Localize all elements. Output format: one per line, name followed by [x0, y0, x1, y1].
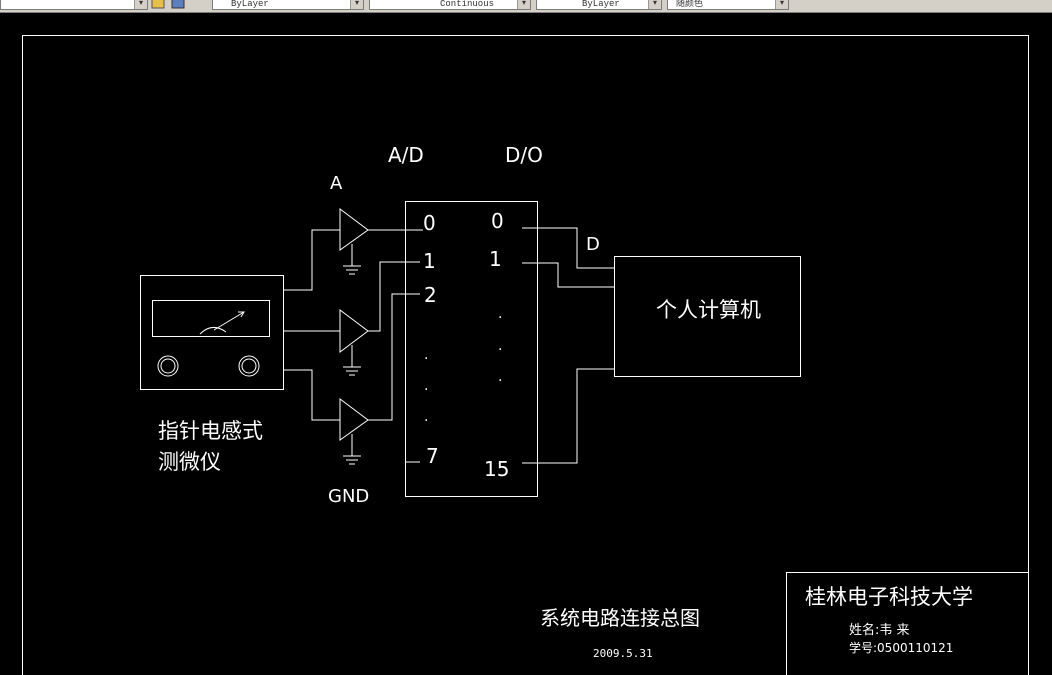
- layer-combo-value: ByLayer: [231, 0, 269, 9]
- meter-knob-right-icon: [238, 355, 260, 377]
- meter-output-wires: [284, 229, 340, 421]
- drawing-canvas[interactable]: A/D D/O A D GND 0 1 2 · · · 7 0 1 · · · …: [0, 12, 1052, 675]
- ad-pin-2: 2: [424, 283, 437, 307]
- computer-box: [614, 256, 801, 377]
- meter-needle-icon: [199, 311, 245, 335]
- digital-output-wires: [522, 227, 614, 464]
- linetype-combo[interactable]: Continuous ▾: [369, 0, 531, 10]
- color-combo-value: 随颜色: [676, 0, 704, 9]
- drawing-frame: [22, 35, 1029, 675]
- lineweight-combo[interactable]: ByLayer ▾: [536, 0, 662, 10]
- ad-label: A/D: [388, 143, 424, 167]
- linetype-combo-value: Continuous: [440, 0, 495, 9]
- do-pin-0: 0: [491, 209, 504, 233]
- ad-pin-dot-3: ·: [424, 413, 428, 429]
- author-name: 姓名:韦 来: [849, 622, 910, 638]
- dropdown-arrow-icon[interactable]: ▾: [648, 0, 661, 9]
- color-combo[interactable]: 随颜色 ▾: [667, 0, 789, 10]
- dropdown-arrow-icon[interactable]: ▾: [775, 0, 788, 9]
- properties-toolbar: ▾ ByLayer ▾ Continuous ▾ ByLayer ▾ 随颜色 ▾: [0, 0, 1052, 13]
- drawing-date: 2009.5.31: [593, 647, 653, 660]
- drawing-title: 系统电路连接总图: [540, 606, 700, 630]
- do-pin-1: 1: [489, 247, 502, 271]
- toolbar-left-combo[interactable]: ▾: [0, 0, 148, 10]
- do-pin-dot-3: ·: [498, 373, 502, 389]
- amplifier-1-icon: [339, 208, 369, 275]
- dropdown-arrow-icon[interactable]: ▾: [350, 0, 363, 9]
- layer-tools-icon[interactable]: [150, 0, 195, 9]
- a-label: A: [330, 173, 343, 194]
- meter-label-line1: 指针电感式: [158, 419, 263, 443]
- do-pin-15: 15: [484, 457, 509, 481]
- do-pin-dot-2: ·: [498, 342, 502, 358]
- meter-display-window: [152, 300, 270, 337]
- layer-combo[interactable]: ByLayer ▾: [212, 0, 364, 10]
- amplifier-3-icon: [339, 398, 369, 465]
- ad-pin-dot-1: ·: [424, 351, 428, 367]
- amplifier-2-icon: [339, 309, 369, 376]
- ad-pin-7: 7: [426, 444, 439, 468]
- title-block-box: [786, 572, 1029, 675]
- amplifier-output-wires: [368, 229, 423, 463]
- ad-pin-1: 1: [423, 249, 436, 273]
- student-id: 学号:0500110121: [849, 640, 953, 655]
- lineweight-combo-value: ByLayer: [582, 0, 620, 9]
- dropdown-arrow-icon[interactable]: ▾: [517, 0, 530, 9]
- meter-label-line2: 测微仪: [158, 450, 221, 474]
- do-pin-dot-1: ·: [498, 310, 502, 326]
- meter-knob-left-icon: [157, 355, 179, 377]
- dropdown-arrow-icon[interactable]: ▾: [134, 0, 147, 9]
- meter-instrument-box: [140, 275, 284, 390]
- school-name: 桂林电子科技大学: [805, 585, 973, 609]
- ad-pin-0: 0: [423, 211, 436, 235]
- ad-pin-dot-2: ·: [424, 382, 428, 398]
- do-label: D/O: [505, 143, 543, 167]
- d-label: D: [586, 234, 600, 255]
- gnd-label: GND: [328, 486, 369, 507]
- ad-converter-box: [405, 201, 538, 497]
- computer-label: 个人计算机: [656, 298, 761, 322]
